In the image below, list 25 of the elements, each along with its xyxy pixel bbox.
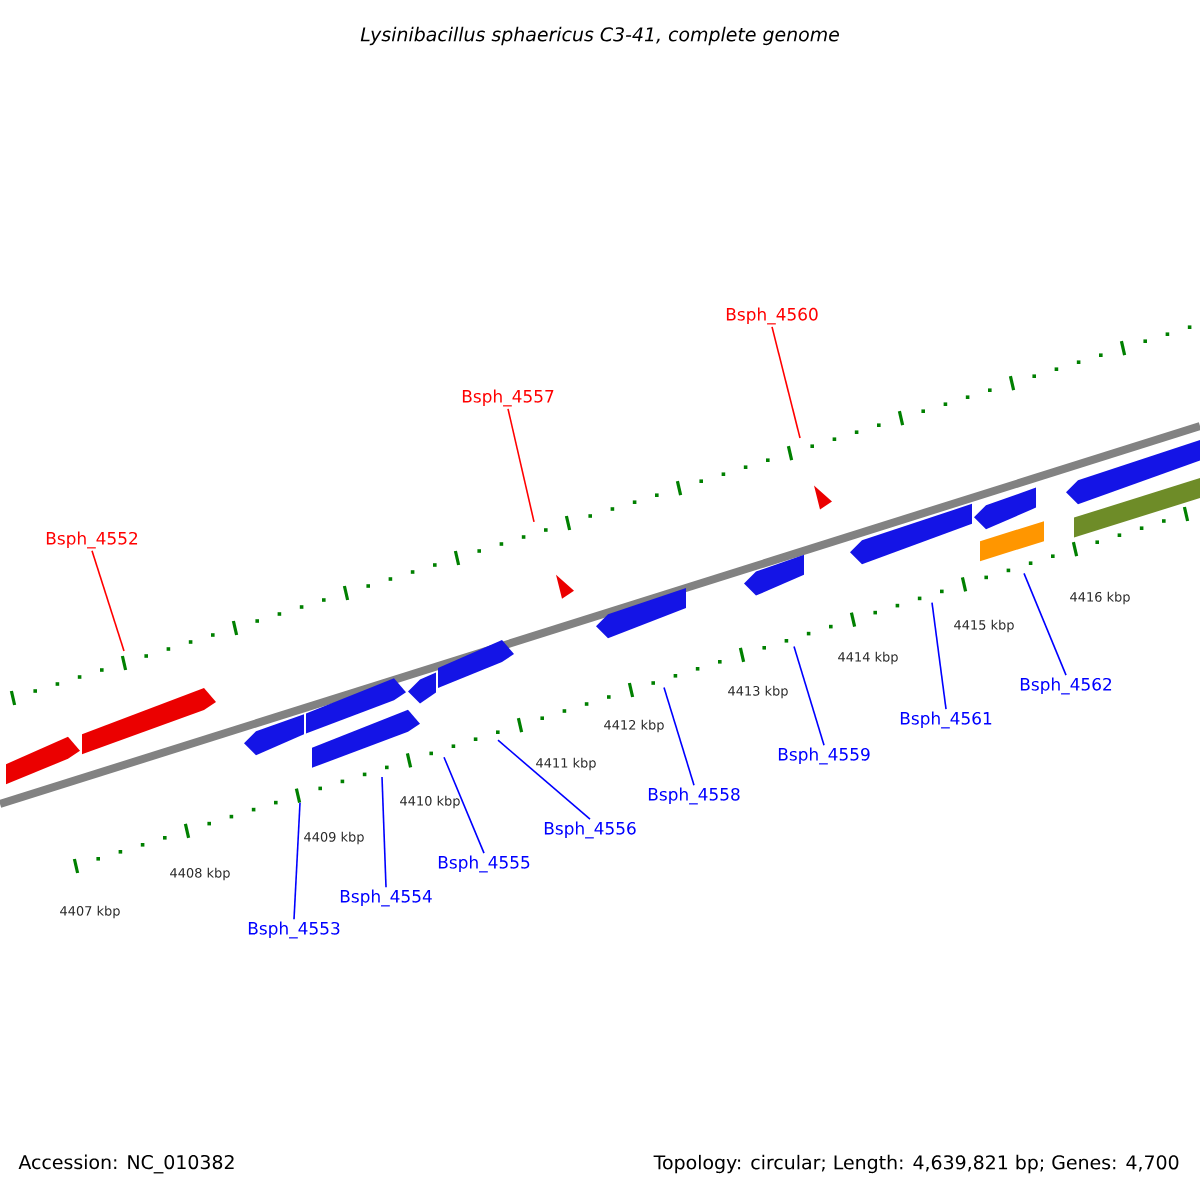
leader-line <box>507 408 535 523</box>
gene-label: Bsph_4552 <box>46 531 138 549</box>
leader-line <box>497 739 591 820</box>
gene-label: Bsph_4560 <box>726 307 818 325</box>
gene-label: Bsph_4553 <box>248 921 340 939</box>
gene-label: Bsph_4554 <box>340 889 432 907</box>
genome-info-text: Topology: circular; Length: 4,639,821 bp; Genes: 4,700 <box>653 1154 1179 1174</box>
leader-line <box>1023 572 1067 676</box>
gene-label: Bsph_4556 <box>544 821 636 839</box>
leader-line <box>91 550 125 652</box>
leader-line <box>381 776 387 888</box>
title: Lysinibacillus sphaericus C3-41, complete genome <box>360 26 839 46</box>
leader-line <box>793 645 825 746</box>
leader-line <box>931 601 947 710</box>
gene-label: Bsph_4562 <box>1020 677 1112 695</box>
gene-label: Bsph_4555 <box>438 855 530 873</box>
gene-label: Bsph_4557 <box>462 389 554 407</box>
leader-line <box>443 756 485 854</box>
accession-text: Accession: NC_010382 <box>18 1154 234 1174</box>
gene-label: Bsph_4561 <box>900 711 992 729</box>
leader-line <box>771 326 801 439</box>
gene-label: Bsph_4558 <box>648 787 740 805</box>
gene-label: Bsph_4559 <box>778 747 870 765</box>
leader-line <box>293 802 301 920</box>
leader-line <box>663 686 695 786</box>
